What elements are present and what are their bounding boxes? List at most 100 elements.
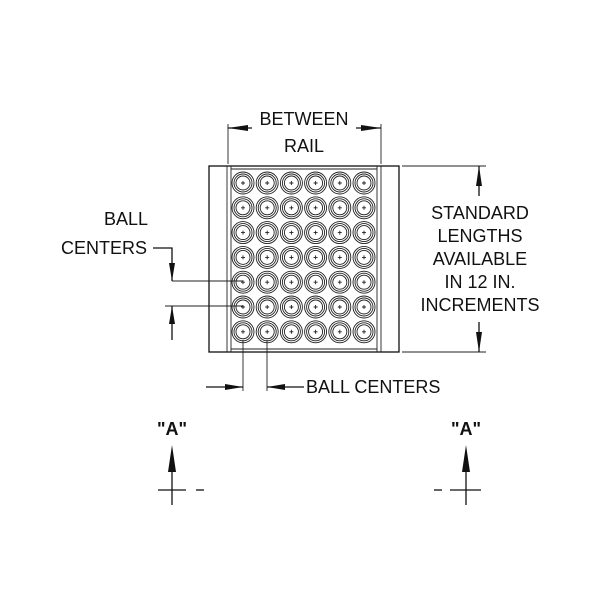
ball-ring [283, 225, 299, 241]
ball-ring [332, 274, 348, 290]
length-dimension: STANDARD LENGTHS AVAILABLE IN 12 IN. INC… [402, 165, 540, 353]
ball-ring [233, 247, 253, 267]
ball-transfer [352, 270, 376, 294]
ball-center-mark [313, 255, 318, 260]
ball-ring [308, 274, 324, 290]
ball-ring [233, 198, 253, 218]
arrowhead-up [476, 166, 482, 186]
ball-ring [354, 223, 374, 243]
ball-ring [257, 198, 277, 218]
ball-ring [356, 249, 372, 265]
ball-ring [328, 270, 352, 294]
ball-ring [255, 221, 279, 245]
ball-transfer [328, 270, 352, 294]
ball-ring [304, 245, 328, 269]
ball-ring [328, 196, 352, 220]
standard-label: STANDARD [431, 203, 529, 223]
ball-ring [332, 175, 348, 191]
ball-ring [330, 198, 350, 218]
ball-center-mark [337, 329, 342, 334]
ball-ring [354, 198, 374, 218]
ball-transfer [231, 270, 255, 294]
ball-transfer [328, 295, 352, 319]
ball-ring [279, 221, 303, 245]
ball-ring [231, 171, 255, 195]
ball-transfer [279, 270, 303, 294]
ball-ring [356, 225, 372, 241]
ball-ring [352, 245, 376, 269]
ball-ring [257, 247, 277, 267]
ball-ring [354, 297, 374, 317]
ball-center-mark [337, 280, 342, 285]
ball-ring [356, 274, 372, 290]
ball-ring [306, 198, 326, 218]
ball-ring [332, 225, 348, 241]
ball-ring [354, 272, 374, 292]
ball-center-mark [313, 329, 318, 334]
arrowhead-down [169, 263, 175, 281]
ball-ring [259, 200, 275, 216]
ball-ring [283, 324, 299, 340]
ball-ring [255, 270, 279, 294]
ball-transfer [304, 196, 328, 220]
rail-label: RAIL [284, 136, 324, 156]
ball-ring [328, 320, 352, 344]
arrowhead-left [228, 125, 248, 131]
ball-transfer [352, 171, 376, 195]
ball-center-mark [313, 230, 318, 235]
ball-transfer [279, 196, 303, 220]
outer-frame [208, 165, 400, 353]
ball-grid [231, 171, 376, 344]
ball-ring [281, 223, 301, 243]
ball-ring [332, 249, 348, 265]
ball-transfer [328, 221, 352, 245]
ball-transfer [352, 295, 376, 319]
ball-transfer [304, 245, 328, 269]
ball-center-mark [362, 181, 366, 185]
ball-center-mark [313, 280, 318, 285]
ball-ring [306, 272, 326, 292]
section-marker-left: "A" [157, 419, 204, 505]
ball-ring [330, 173, 350, 193]
ball-ring [233, 173, 253, 193]
ball-label: BALL [104, 209, 148, 229]
ball-ring [330, 223, 350, 243]
increments-label: INCREMENTS [420, 295, 539, 315]
section-label: "A" [451, 419, 481, 439]
ball-transfer [352, 196, 376, 220]
ball-center-mark [337, 205, 342, 210]
ball-ring [279, 295, 303, 319]
ball-transfer [352, 320, 376, 344]
ball-transfer [279, 171, 303, 195]
ball-transfer [328, 171, 352, 195]
ball-ring [283, 200, 299, 216]
ball-ring [352, 270, 376, 294]
ball-center-mark [337, 255, 342, 260]
ball-ring [328, 295, 352, 319]
ball-ring [352, 295, 376, 319]
ball-transfer [255, 320, 279, 344]
available-label: AVAILABLE [433, 249, 527, 269]
ball-ring [354, 173, 374, 193]
ball-transfer [231, 295, 255, 319]
ball-center-mark [362, 305, 366, 309]
ball-transfer [255, 270, 279, 294]
ball-center-mark [289, 280, 294, 285]
ball-transfer [231, 196, 255, 220]
ball-ring [279, 270, 303, 294]
ball-ring [235, 249, 251, 265]
ball-transfer [255, 245, 279, 269]
leader-line [153, 247, 173, 281]
ball-center-mark [241, 255, 245, 260]
ball-ring [308, 200, 324, 216]
ball-center-mark [265, 280, 270, 285]
ball-center-mark [289, 230, 294, 235]
ball-centers-label: BALL CENTERS [306, 377, 440, 397]
ball-center-mark [265, 230, 270, 235]
ball-transfer [255, 295, 279, 319]
ball-ring [235, 225, 251, 241]
ball-ring [255, 295, 279, 319]
ball-ring [308, 324, 324, 340]
ball-ring [283, 249, 299, 265]
